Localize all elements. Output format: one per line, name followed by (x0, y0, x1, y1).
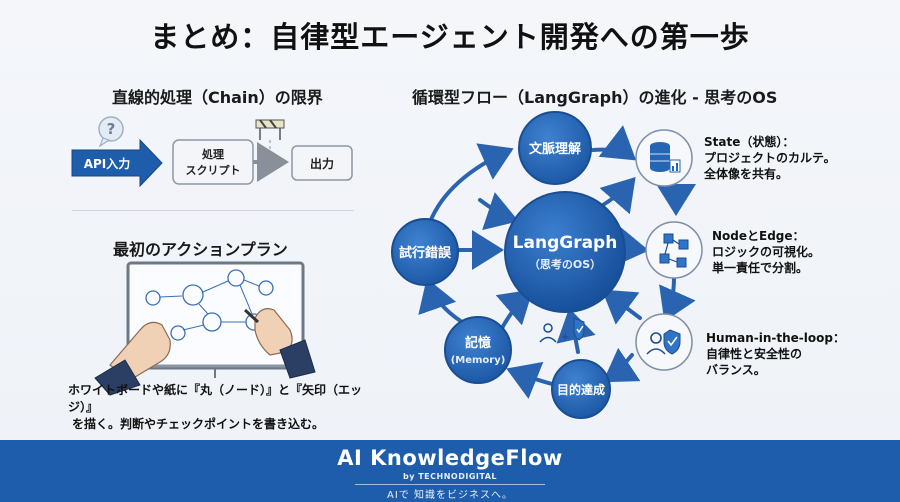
memory-label: 記憶 (465, 335, 491, 351)
human-loop-description: Human-in-the-loop： 自律性と安全性の バランス。 (706, 330, 845, 378)
cycle-diagram: LangGraph （思考のOS） 文脈理解 試行錯誤 記憶 (Memory) … (391, 111, 703, 419)
arrow-trial-to-context (428, 143, 514, 224)
arrow-center-to-state (596, 176, 636, 215)
footer-slogan: AIで 知識をビジネスへ。 (387, 490, 513, 501)
node-edge-title: NodeとEdge： (712, 229, 805, 243)
person-shield-icon: + (539, 317, 585, 343)
human-in-loop-icon (635, 313, 693, 371)
node-edge-description: NodeとEdge： ロジックの可視化。 単一責任で分割。 (712, 228, 820, 276)
arrow-node-to-human (659, 276, 696, 322)
state-line2: プロジェクトのカルテ。 (704, 151, 836, 165)
caption-line1: ホワイトボードや紙に『丸（ノード）』と『矢印（エッジ）』 (68, 383, 363, 414)
output-box (291, 145, 353, 181)
script-box (172, 139, 254, 185)
langgraph-center-node (504, 191, 626, 313)
script-label-line1: 処理 (201, 147, 224, 161)
arrow-center-to-node (614, 226, 649, 267)
action-plan-heading: 最初のアクションプラン (113, 240, 288, 259)
chain-limit-heading: 直線的処理（Chain）の限界 (112, 88, 323, 107)
footer-brand: AI KnowledgeFlow (337, 446, 563, 470)
node-edge-line3: 単一責任で分割。 (712, 261, 809, 275)
trial-label: 試行錯誤 (399, 245, 452, 261)
arrow-context-to-state (591, 125, 637, 161)
footer-bar: AI KnowledgeFlow by TECHNODIGITAL AIで 知識… (0, 440, 900, 502)
state-description: State（状態）： プロジェクトのカルテ。 全体像を共有。 (704, 134, 836, 182)
trial-node (391, 218, 459, 286)
goal-label: 目的達成 (557, 382, 605, 397)
human-loop-line3: バランス。 (706, 363, 766, 377)
question-mark: ? (107, 120, 116, 138)
api-input-arrow (71, 138, 163, 188)
arrow-memory-to-trial (418, 278, 464, 324)
node-edge-line2: ロジックの可視化。 (712, 245, 821, 259)
memory-sublabel: (Memory) (451, 355, 506, 366)
node-edge-icon (645, 221, 703, 279)
state-line3: 全体像を共有。 (704, 167, 789, 181)
context-node (518, 111, 592, 185)
left-hand-illustration (94, 321, 171, 396)
arrow-context-to-center (478, 192, 519, 231)
arrow-goal-to-memory (506, 361, 554, 399)
api-input-label: API入力 (84, 156, 131, 171)
page-title: まとめ：自律型エージェント開発への第一歩 (150, 20, 750, 54)
memory-node (444, 316, 512, 384)
output-label: 出力 (310, 156, 334, 171)
database-icon (635, 129, 693, 187)
human-loop-title: Human-in-the-loop： (706, 331, 845, 345)
svg-text:+: + (561, 332, 569, 343)
center-subtitle: （思考のOS） (529, 257, 601, 271)
context-label: 文脈理解 (529, 141, 581, 157)
state-title: State（状態）： (704, 135, 795, 149)
goal-node (551, 359, 611, 419)
right-hand-illustration (243, 308, 316, 379)
center-title: LangGraph (513, 233, 618, 253)
question-bubble-icon: ? (98, 116, 124, 148)
arrow-state-to-node (655, 182, 696, 216)
human-loop-line2: 自律性と安全性の (706, 347, 803, 361)
arrow-human-to-goal (602, 347, 641, 383)
footer-by: by TECHNODIGITAL (403, 472, 497, 481)
arrow-human-to-center (601, 289, 642, 325)
action-plan-caption: ホワイトボードや紙に『丸（ノード）』と『矢印（エッジ）』 を描く。判断やチェック… (68, 382, 368, 433)
cycle-heading: 循環型フロー（LangGraph）の進化 - 思考のOS (412, 88, 778, 107)
left-divider (72, 210, 354, 211)
caption-line2: を描く。判断やチェックポイントを書き込む。 (72, 417, 325, 431)
footer-divider (355, 484, 545, 485)
barrier-icon (255, 119, 285, 140)
script-label-line2: スクリプト (186, 163, 241, 177)
chain-diagram: ? API入力 処理 スクリプト 出力 (71, 116, 353, 188)
whiteboard-illustration (94, 261, 316, 396)
